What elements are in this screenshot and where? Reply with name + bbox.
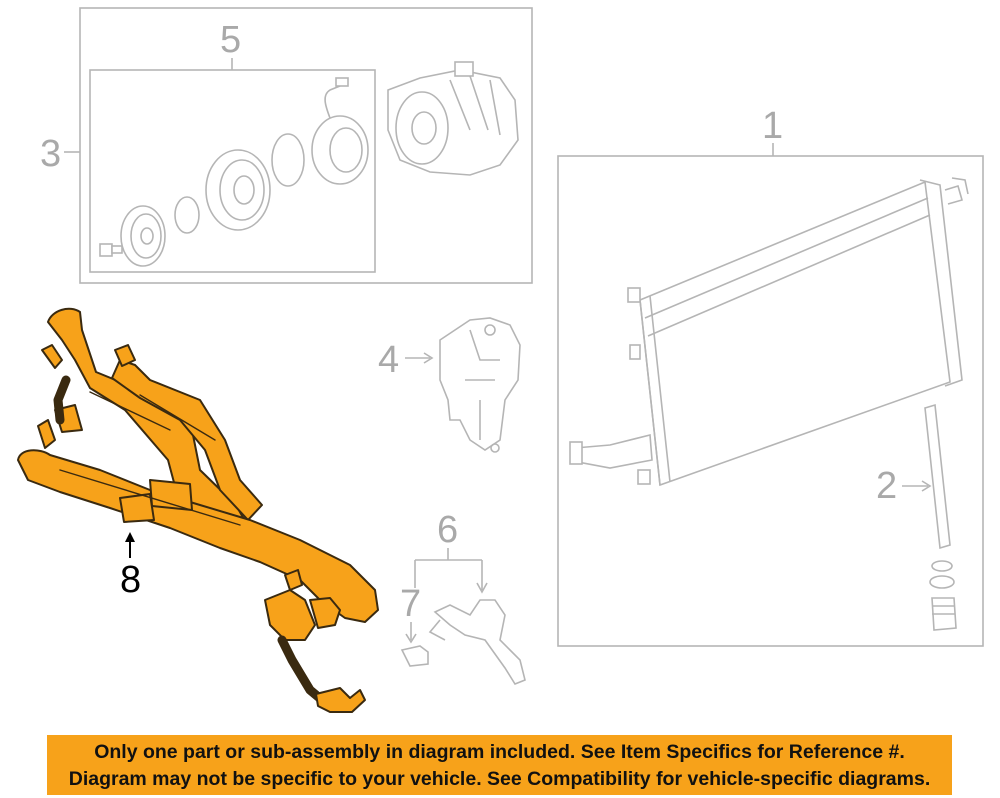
callout-5: 5: [220, 19, 241, 61]
callout-1: 1: [762, 105, 783, 147]
callout-6: 6: [437, 509, 458, 551]
condenser-core-part: [569, 177, 969, 487]
bolt-part: [99, 243, 123, 257]
callout-8-group: 8: [120, 532, 141, 601]
disclaimer-banner: Only one part or sub-assembly in diagram…: [47, 735, 952, 795]
condenser-box: [557, 155, 984, 647]
snap-ring-part: [174, 196, 200, 234]
callout-8: 8: [120, 559, 141, 601]
callout-2: 2: [876, 465, 897, 507]
bracket-part: [439, 317, 521, 451]
bracket-group: 4: [378, 317, 521, 453]
callout-3: 3: [40, 133, 61, 175]
clutch-plate-part: [120, 205, 166, 267]
callout-4: 4: [378, 339, 399, 381]
pulley-part: [205, 149, 271, 231]
drier-part: [924, 403, 951, 550]
disclaimer-line-2: Diagram may not be specific to your vehi…: [68, 768, 931, 790]
callout-7: 7: [400, 583, 421, 625]
compressor-outer-box: [79, 7, 533, 284]
snap-ring-large-part: [271, 133, 305, 187]
compressor-assembly-group: 5 3: [40, 7, 533, 284]
compressor-body-part: [387, 61, 519, 176]
valve-core-part: [400, 645, 429, 667]
pressure-sensor-part: [433, 599, 526, 685]
sensor-group: 6 7: [400, 509, 526, 685]
disclaimer-line-1: Only one part or sub-assembly in diagram…: [94, 741, 905, 763]
condenser-group: 1 2: [557, 105, 984, 647]
field-coil-part: [311, 77, 369, 185]
ac-hose-assembly-part: [17, 307, 379, 713]
